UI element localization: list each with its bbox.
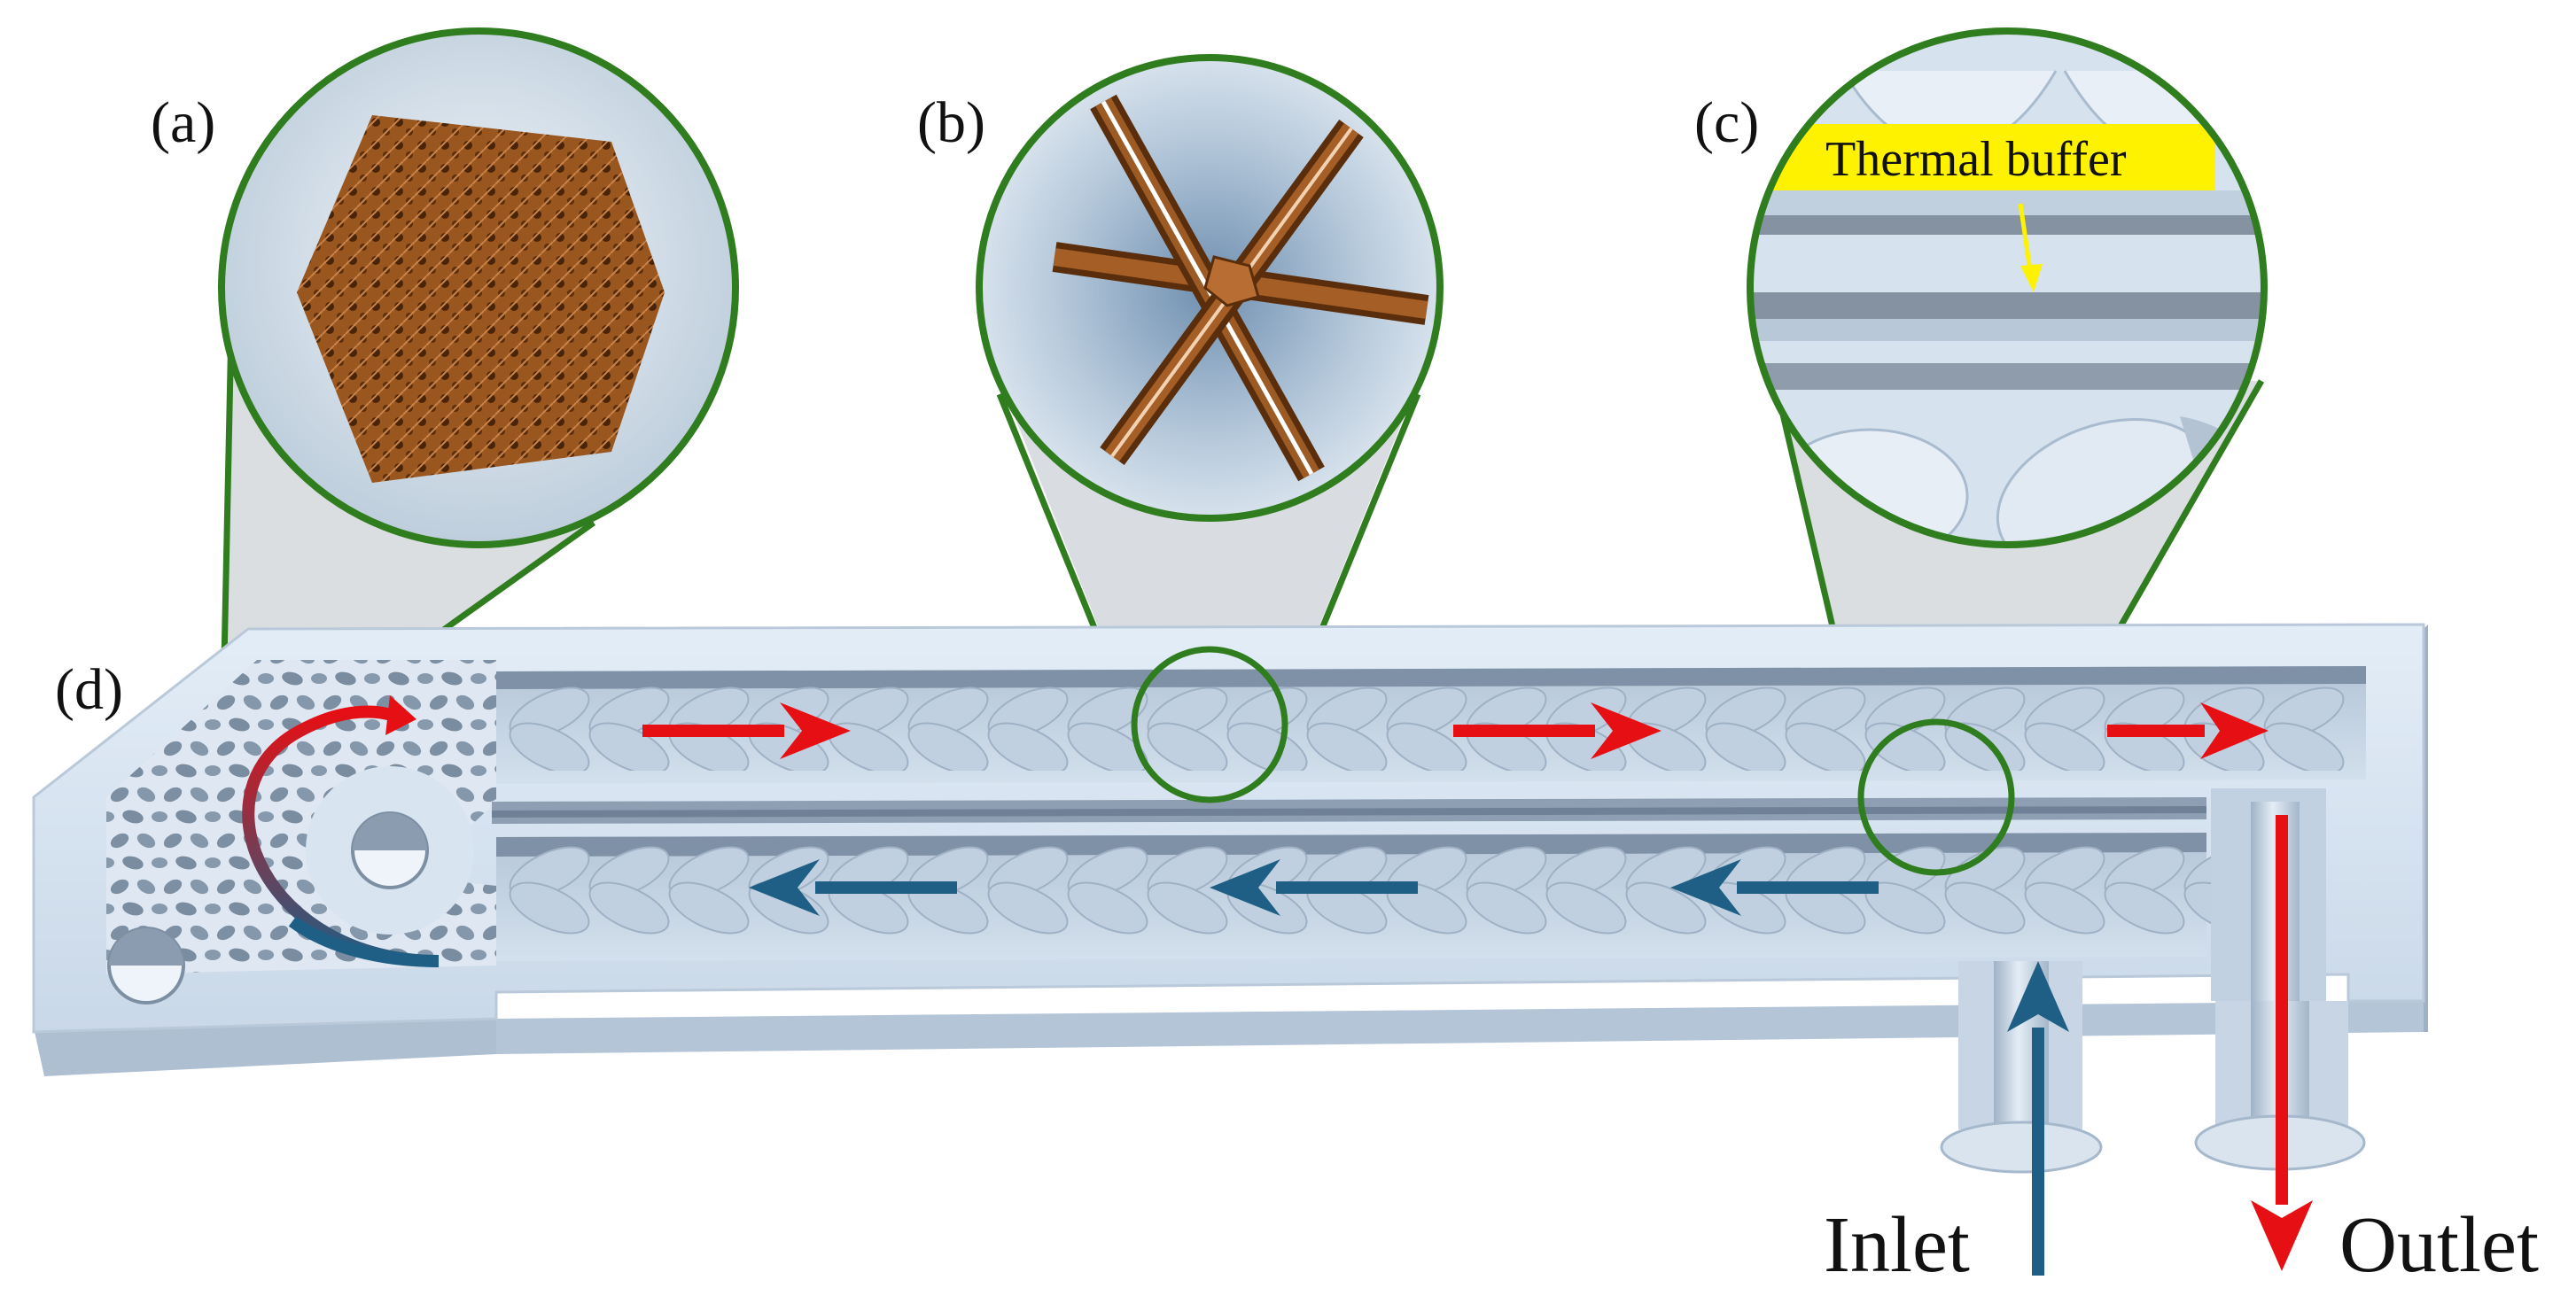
panel-label-a: (a) <box>151 90 215 155</box>
bolt-hole-corner <box>107 927 185 1005</box>
magnifier-b <box>976 54 1444 522</box>
magnifier-a <box>218 27 739 548</box>
u-turn-arrow <box>242 695 440 967</box>
panel-label-c: (c) <box>1694 90 1759 155</box>
bolt-hole-center <box>306 766 474 935</box>
lower-channel <box>496 833 2272 961</box>
zoom-spot-c <box>1857 718 2015 876</box>
panel-label-b: (b) <box>917 90 985 155</box>
cold-arrow-3 <box>1670 859 1879 916</box>
cold-plate <box>32 623 2428 1174</box>
upper-channel <box>496 666 2366 784</box>
hot-arrow-2 <box>1453 702 1662 759</box>
thermal-buffer-label: Thermal buffer <box>1825 132 2127 187</box>
thermal-buffer-highlight <box>1755 124 2215 190</box>
zoom-spot-b <box>1131 646 1288 803</box>
outlet-flow-arrow <box>2251 815 2313 1271</box>
strut-unit-cell <box>1052 94 1429 482</box>
inlet-flow-arrow <box>2007 961 2069 1276</box>
thermal-buffer-closeup <box>1750 31 2264 545</box>
thermal-buffer-pointer <box>2018 203 2034 277</box>
cold-arrow-2 <box>1210 859 1418 916</box>
hot-arrow-3 <box>2107 702 2269 759</box>
panel-label-d: (d) <box>55 657 123 722</box>
inlet-pipe <box>1940 961 2103 1174</box>
cold-arrow-1 <box>749 859 957 916</box>
inlet-label: Inlet <box>1824 1201 1970 1289</box>
plate-front-face-left <box>34 1019 496 1076</box>
upper-channel-fins <box>509 676 2352 771</box>
lattice-cube <box>297 115 665 483</box>
hot-arrow-1 <box>642 702 851 759</box>
plate-front-face <box>496 1001 2424 1054</box>
hot-flow-arrows <box>642 702 2313 1271</box>
outlet-label: Outlet <box>2339 1201 2539 1289</box>
magnifier-c: Thermal buffer <box>1747 27 2268 548</box>
thermal-buffer-groove <box>492 797 2206 824</box>
cold-flow-arrows <box>749 859 2069 1276</box>
outlet-well <box>2211 788 2326 1001</box>
